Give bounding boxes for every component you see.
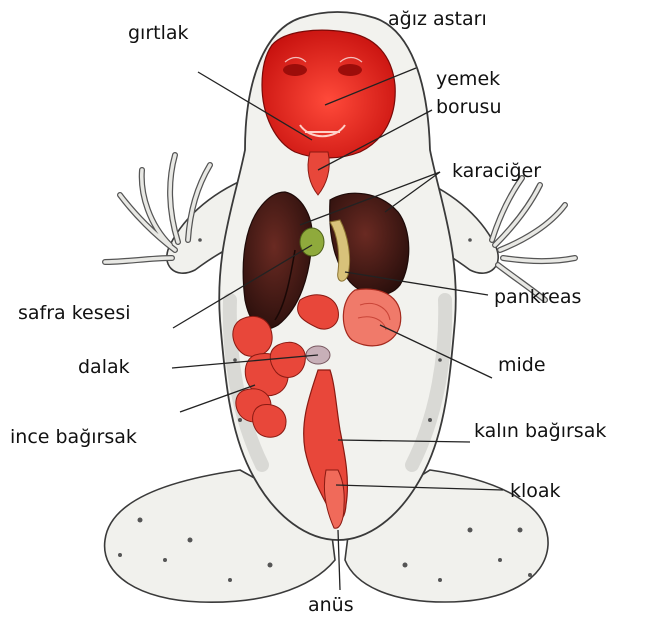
label-stomach: mide [498,354,546,376]
label-anus: anüs [308,594,354,616]
label-liver: karaciğer [452,160,541,182]
label-mouth-lining: ağız astarı [388,8,487,30]
label-small-intestine: ince bağırsak [10,426,137,448]
label-larynx: gırtlak [128,22,189,44]
label-cloaca: kloak [510,480,561,502]
label-gallbladder: safra kesesi [18,302,131,324]
right-nostril [338,64,362,76]
label-esophagus-line2: borusu [436,96,501,118]
label-large-intestine: kalın bağırsak [474,420,606,442]
label-spleen: dalak [78,356,130,378]
mouth-lining [262,30,395,158]
left-nostril [283,64,307,76]
gallbladder [300,228,324,256]
label-esophagus-line1: yemek [436,68,500,90]
label-pancreas: pankreas [494,286,581,308]
